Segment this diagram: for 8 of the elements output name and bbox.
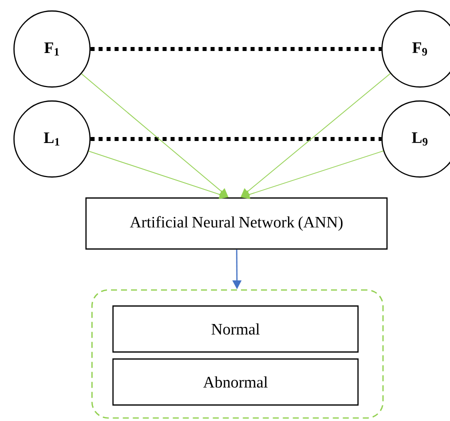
group-box bbox=[91, 289, 384, 419]
process-box: Abnormal bbox=[112, 358, 359, 406]
dotted-line bbox=[90, 137, 382, 141]
arrow bbox=[240, 150, 384, 199]
dotted-line bbox=[90, 47, 382, 51]
arrow bbox=[88, 150, 228, 199]
process-box: Artificial Neural Network (ANN) bbox=[85, 197, 388, 250]
process-box: Normal bbox=[112, 305, 359, 353]
